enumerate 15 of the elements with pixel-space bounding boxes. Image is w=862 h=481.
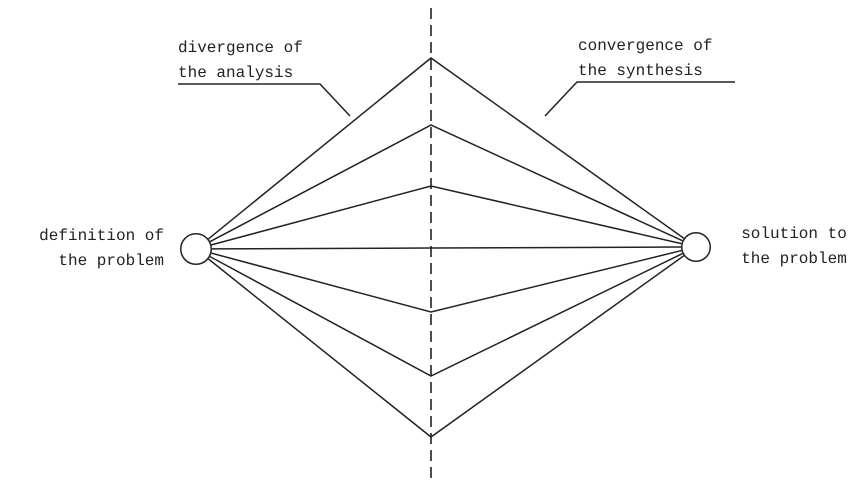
leader-line — [178, 83, 351, 117]
annotation-text: divergence of the analysis — [178, 38, 304, 84]
connector-line — [208, 57, 684, 240]
connector-line — [212, 246, 681, 250]
leader-line — [544, 81, 735, 117]
connector-line — [208, 255, 684, 438]
connector-line — [210, 252, 683, 377]
node-caption: solution to the problem — [740, 224, 848, 270]
circle-node — [681, 232, 711, 262]
connector-line — [211, 250, 682, 313]
connector-line — [210, 124, 683, 242]
annotation-text: convergence of the synthesis — [578, 36, 714, 82]
node-caption: definition of the problem — [38, 226, 164, 272]
connector-line — [211, 185, 682, 246]
circle-node — [180, 233, 212, 265]
